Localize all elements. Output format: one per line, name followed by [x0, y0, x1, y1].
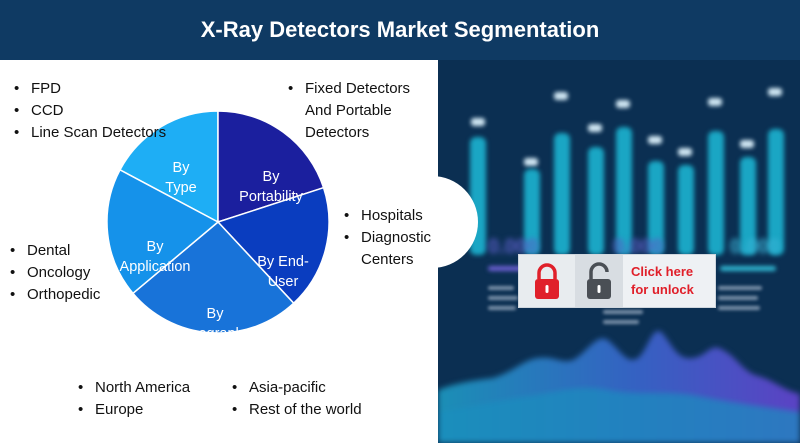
- page-title: X-Ray Detectors Market Segmentation: [200, 17, 600, 42]
- list-item: North America: [76, 377, 190, 399]
- blur-bar: [524, 169, 540, 255]
- geography-list-right: Asia-pacific Rest of the world: [230, 377, 362, 421]
- blur-text: [603, 320, 639, 324]
- segment-label-line: Geography: [179, 326, 251, 342]
- header-bar: [0, 0, 800, 60]
- list-item: FPD: [12, 78, 166, 100]
- blur-text: [718, 306, 760, 310]
- list-item-line: Detectors: [305, 124, 370, 141]
- blur-text: [488, 296, 518, 300]
- blur-figure: 0.000: [488, 236, 539, 258]
- end-user-list: Hospitals Diagnostic Centers: [342, 205, 431, 271]
- list-item: Asia-pacific: [230, 377, 362, 399]
- list-item: Diagnostic: [342, 227, 431, 249]
- segment-label-geography: By Geography: [170, 304, 260, 344]
- segment-label-line: By End-: [257, 254, 309, 270]
- blur-area-chart: [438, 331, 800, 443]
- blur-text: [603, 310, 643, 314]
- blur-label: [768, 88, 782, 96]
- segment-label-line: By: [146, 239, 164, 255]
- application-list: Dental Oncology Orthopedic: [8, 240, 100, 306]
- segment-label-line: By: [262, 169, 280, 185]
- segment-label-application: By Application: [108, 237, 202, 277]
- segment-application: [106, 168, 220, 295]
- blur-label: [588, 124, 602, 132]
- segment-portability: [217, 110, 325, 224]
- lock-icon: [535, 263, 559, 299]
- list-item: Oncology: [8, 262, 100, 284]
- unlock-button[interactable]: Click here for unlock: [518, 254, 716, 308]
- blur-bar: [588, 147, 604, 255]
- list-item: Rest of the world: [230, 399, 362, 421]
- segment-label-line: By: [172, 160, 190, 176]
- list-item: Line Scan Detectors: [12, 122, 166, 144]
- unlock-line-1: Click here: [631, 264, 694, 279]
- blur-label: [740, 140, 754, 148]
- segment-end-user: [216, 186, 330, 305]
- blur-label: [524, 158, 538, 166]
- blur-underline: [488, 266, 528, 271]
- unlocked-icon: [587, 262, 611, 299]
- type-list: FPD CCD Line Scan Detectors: [12, 78, 166, 144]
- blur-label: [554, 92, 568, 100]
- blur-label: [708, 98, 722, 106]
- blur-bar: [768, 129, 784, 255]
- list-item-continued: Detectors: [286, 122, 410, 144]
- geography-list-left: North America Europe: [76, 377, 190, 421]
- unlock-panel[interactable]: [575, 255, 623, 307]
- blur-text: [488, 306, 516, 310]
- list-item-continued: And Portable: [286, 100, 410, 122]
- list-item: Europe: [76, 399, 190, 421]
- segmentation-pie: [104, 108, 332, 336]
- blur-underline: [720, 266, 776, 271]
- segment-label-line: Portability: [239, 189, 303, 205]
- list-item: Fixed Detectors: [286, 78, 410, 100]
- segment-label-line: By: [206, 306, 224, 322]
- unlock-line-2: for unlock: [631, 282, 694, 297]
- segment-label-line: Type: [165, 180, 197, 196]
- unlock-text[interactable]: Click here for unlock: [631, 263, 715, 299]
- blur-bar: [616, 127, 632, 255]
- blur-label: [678, 148, 692, 156]
- blur-figure: 0.000: [613, 236, 664, 258]
- list-item-line: Centers: [361, 251, 414, 268]
- list-item: CCD: [12, 100, 166, 122]
- blur-label: [616, 100, 630, 108]
- blur-label: [648, 136, 662, 144]
- segment-label-line: Application: [119, 259, 191, 275]
- blur-figure: 0.000: [730, 236, 781, 258]
- segment-label-end-user: By End- User: [247, 252, 319, 292]
- list-item-continued: Centers: [342, 249, 431, 271]
- portability-list: Fixed Detectors And Portable Detectors: [286, 78, 410, 144]
- blur-bar: [678, 165, 694, 255]
- blur-bar: [554, 133, 570, 255]
- list-item: Hospitals: [342, 205, 431, 227]
- segment-label-line: User: [267, 274, 299, 290]
- segment-geography: [131, 220, 295, 334]
- segment-label-portability: By Portability: [226, 167, 316, 207]
- blur-text: [718, 296, 758, 300]
- blur-text: [718, 286, 762, 290]
- blur-label: [471, 118, 485, 126]
- list-item: Dental: [8, 240, 100, 262]
- blur-text: [488, 286, 514, 290]
- blur-bar: [708, 131, 724, 255]
- blur-bar: [740, 157, 756, 255]
- list-item: Orthopedic: [8, 284, 100, 306]
- list-item-line: And Portable: [305, 102, 392, 119]
- blurred-preview-panel: 0.000 0.000 0.000: [438, 60, 800, 443]
- blur-bar: [648, 161, 664, 255]
- lock-panel[interactable]: [519, 255, 575, 307]
- segment-label-type: By Type: [145, 158, 217, 198]
